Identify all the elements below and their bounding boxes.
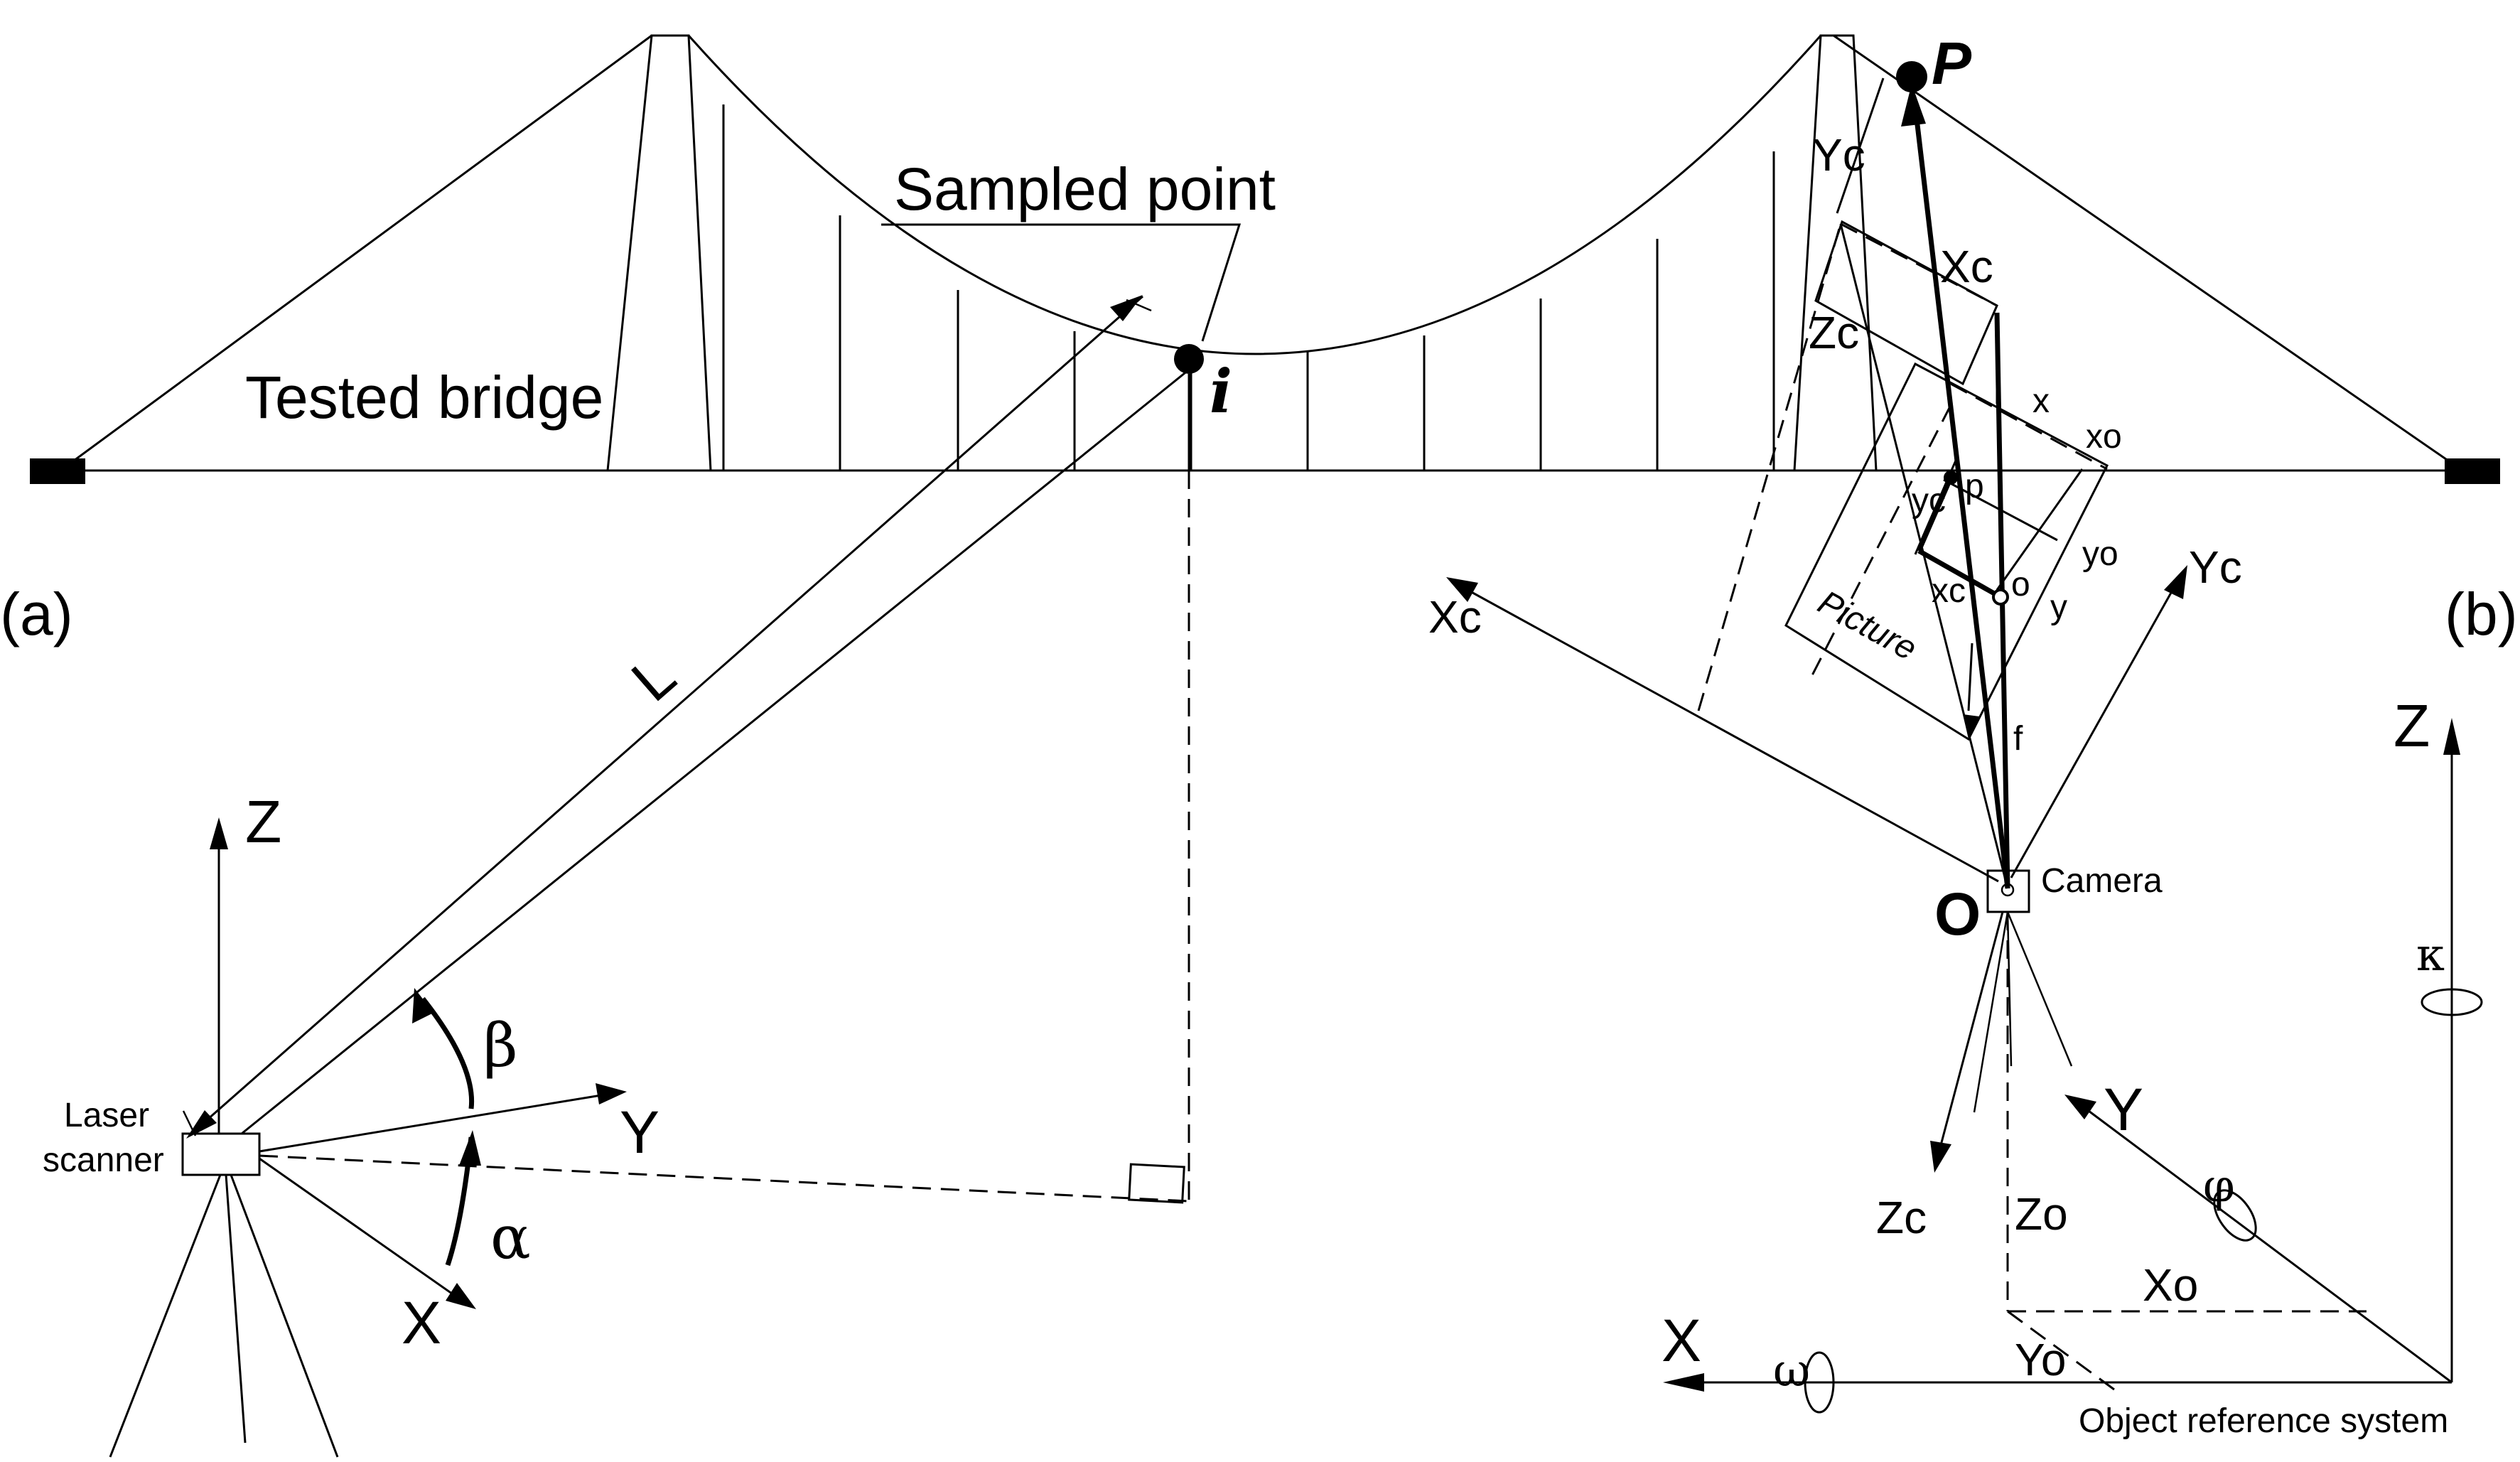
Xo-label: Xo: [2143, 1259, 2198, 1311]
alpha-label: α: [490, 1203, 531, 1272]
right-backstay: [1833, 34, 2463, 472]
bridge: [30, 34, 2500, 484]
left-tower: [606, 34, 712, 472]
right-angle-marker: [1128, 1163, 1185, 1204]
O-label: O: [1934, 881, 1981, 947]
left-anchor: [30, 458, 85, 484]
projection-ray: [1912, 106, 2010, 889]
main-cable: [687, 35, 1822, 355]
kappa-rotation: [2421, 988, 2483, 1016]
camera-label: Camera: [2041, 862, 2163, 900]
point-i-label: i: [1210, 356, 1232, 426]
Zo-label: Zo: [2015, 1188, 2068, 1240]
Zc-axis-label: Zc: [1876, 1192, 1927, 1243]
laser-z-label: Z: [245, 788, 281, 855]
sampled-point-leader: [881, 223, 1242, 342]
laser-y-label: Y: [620, 1099, 659, 1166]
object-Y-axis: [2085, 1107, 2452, 1384]
image-point-o: [1992, 588, 2009, 606]
kappa-label: κ: [2416, 929, 2445, 982]
range-label: L: [619, 642, 688, 714]
img-xc-label: xc: [1932, 572, 1966, 610]
object-point-P: [1896, 61, 1927, 92]
omega-rotation: [1804, 1351, 1835, 1414]
object-reference-system: [1663, 718, 2483, 1414]
Xc-axis-label: Xc: [1428, 591, 1482, 643]
Yc-top-label: Yc: [1812, 129, 1865, 181]
picture-plane: [1784, 362, 2109, 741]
laser-beam-inner: [241, 369, 1189, 1135]
object-system-label: Object reference system: [2079, 1402, 2448, 1440]
left-backstay: [60, 34, 652, 472]
laser-x-label: X: [402, 1289, 441, 1356]
Yo-line: [2007, 1310, 2115, 1391]
angle-beta-arc: [421, 996, 475, 1109]
laser-scanner-setup: [109, 295, 1190, 1458]
sampled-point-label: Sampled point: [894, 156, 1276, 222]
panel-a-label: (a): [0, 581, 73, 647]
focal-label: f: [2013, 720, 2023, 758]
right-tower: [1793, 34, 1878, 472]
img-x-label: x: [2032, 382, 2050, 420]
img-yc-label: yc: [1912, 482, 1946, 520]
phi-label: φ: [2203, 1160, 2235, 1213]
Yo-label: Yo: [2015, 1334, 2066, 1385]
picture-label: Picture: [1811, 584, 1922, 668]
phi-rotation: [2213, 1189, 2257, 1242]
beta-label: β: [483, 1011, 518, 1080]
P-label: P: [1932, 30, 1972, 97]
camera-Yc-axis: [2010, 586, 2176, 878]
right-anchor: [2445, 458, 2500, 484]
laser-y-axis: [259, 1093, 606, 1153]
img-y-label: y: [2050, 588, 2067, 626]
camera-Xc-axis: [1467, 588, 1999, 883]
Xc-top-label: Xc: [1940, 241, 1993, 292]
img-xo-label: xo: [2086, 418, 2122, 456]
Zc-top-label: Zc: [1809, 307, 1859, 358]
panel-b-label: (b): [2445, 581, 2518, 647]
laser-beam-outer: [195, 295, 1143, 1132]
laser-label-2: scanner: [43, 1141, 164, 1179]
laser-scanner-box: [181, 1132, 261, 1176]
laser-x-axis: [259, 1157, 458, 1299]
bridge-title: Tested bridge: [245, 364, 603, 431]
laser-projection: [259, 1154, 1190, 1203]
laser-label-1: Laser: [64, 1097, 149, 1134]
sampled-point-marker: [1174, 344, 1204, 374]
image-point-p: [1944, 471, 1958, 485]
camera-setup: [1446, 61, 2366, 1391]
Yc-axis-label: Yc: [2189, 542, 2242, 593]
img-yo-label: yo: [2082, 535, 2118, 573]
camera-Zc-axis: [1939, 911, 2004, 1149]
img-o-label: o: [2011, 566, 2030, 603]
object-X-label: X: [1662, 1307, 1701, 1374]
object-Y-label: Y: [2104, 1076, 2143, 1143]
hangers: [722, 104, 1775, 471]
omega-label: ω: [1773, 1345, 1810, 1397]
object-Z-label: Z: [2394, 692, 2430, 759]
img-p-label: p: [1965, 468, 1984, 505]
